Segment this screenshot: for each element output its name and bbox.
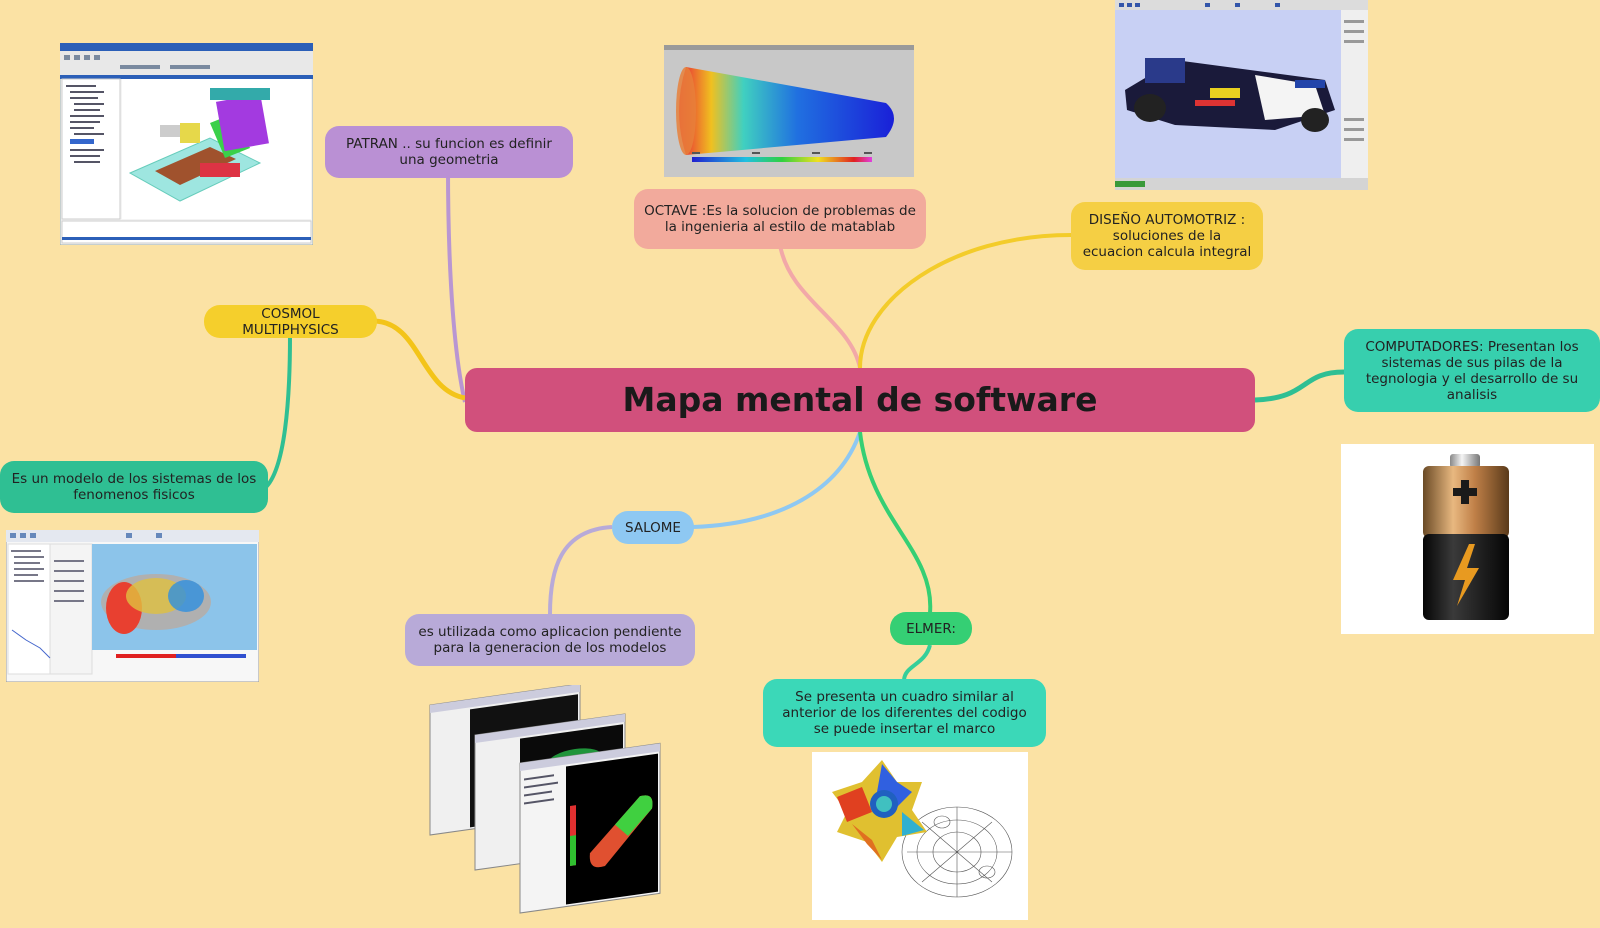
elmer-fem-mesh [812,752,1028,920]
node-salome-label: SALOME [625,519,681,536]
link-computadores [1254,369,1345,403]
node-salome-desc[interactable]: es utilizada como aplicacion pendiente p… [405,614,695,666]
node-patran-label: PATRAN .. su funcion es definir una geom… [346,136,552,168]
comsol-screenshot [6,530,259,682]
link-salome [692,431,862,529]
node-octave[interactable]: OCTAVE :Es la solucion de problemas de l… [634,189,926,249]
link-cosmol [371,318,466,401]
node-patran[interactable]: PATRAN .. su funcion es definir una geom… [325,126,573,178]
node-elmer-label: ELMER: [906,620,956,637]
node-cosmol-label: COSMOL MULTIPHYSICS [242,305,339,338]
link-octave [778,244,862,369]
central-topic-label: Mapa mental de software [622,380,1098,419]
link-elmer [858,431,933,614]
link-diseno [858,233,1072,369]
node-salome[interactable]: SALOME [612,511,694,544]
node-computadores[interactable]: COMPUTADORES: Presentan los sistemas de … [1344,329,1600,412]
node-elmer[interactable]: ELMER: [890,612,972,645]
node-elmer-desc-label: Se presenta un cuadro similar al anterio… [782,689,1027,737]
octave-cone-plot [664,45,914,177]
node-cosmol[interactable]: COSMOL MULTIPHYSICS [204,305,377,338]
central-topic[interactable]: Mapa mental de software [465,368,1255,432]
link-cosmol-desc [263,335,292,490]
link-salome-desc [548,525,613,615]
patran-screenshot [60,43,313,245]
node-cosmol-desc-label: Es un modelo de los sistemas de los feno… [11,471,257,503]
link-patran [446,167,467,403]
race-car-cad [1115,0,1368,190]
salome-windows-stack [420,685,680,915]
node-diseno-label: DISEÑO AUTOMOTRIZ : soluciones de la ecu… [1082,212,1252,260]
node-cosmol-desc[interactable]: Es un modelo de los sistemas de los feno… [0,461,268,513]
node-elmer-desc[interactable]: Se presenta un cuadro similar al anterio… [763,679,1046,747]
node-diseno-automotriz[interactable]: DISEÑO AUTOMOTRIZ : soluciones de la ecu… [1071,202,1263,270]
link-elmer-desc [902,644,932,681]
battery-icon [1341,444,1594,634]
node-salome-desc-label: es utilizada como aplicacion pendiente p… [418,624,682,656]
node-computadores-label: COMPUTADORES: Presentan los sistemas de … [1365,338,1579,403]
node-octave-label: OCTAVE :Es la solucion de problemas de l… [644,203,916,235]
